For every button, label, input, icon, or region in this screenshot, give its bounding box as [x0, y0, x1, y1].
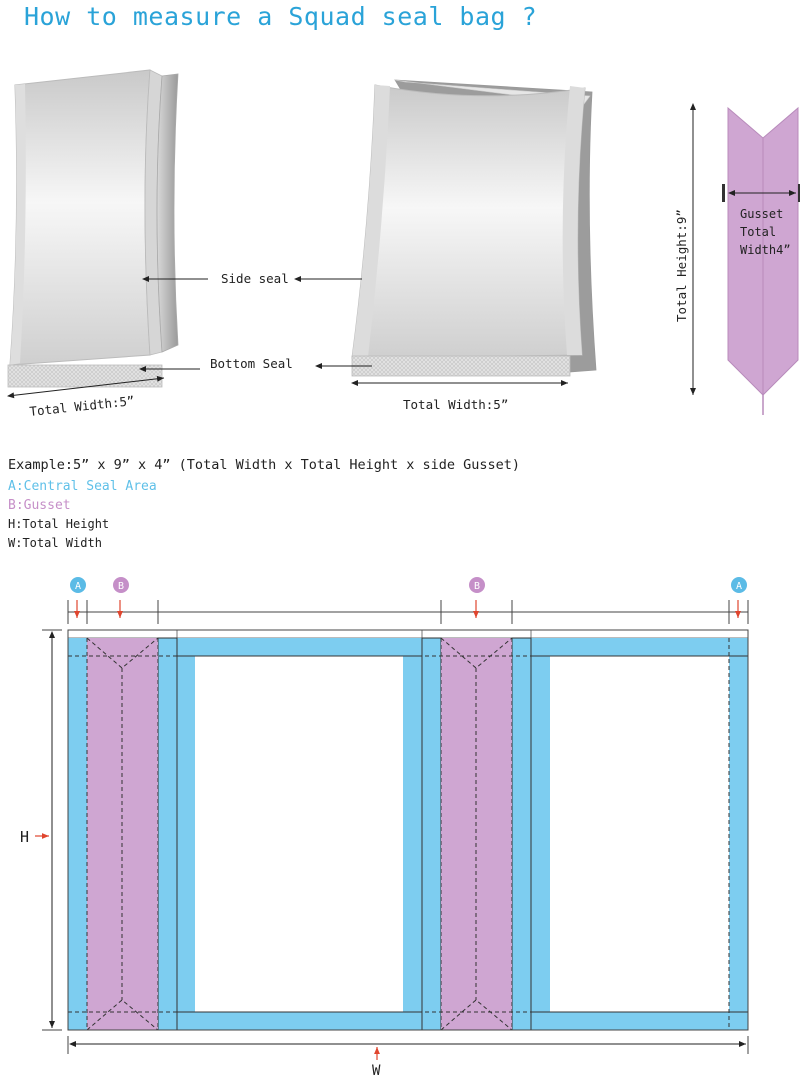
side-seal-label: Side seal: [221, 271, 289, 286]
svg-text:B: B: [474, 581, 480, 592]
middle-bag-illustration: [351, 79, 597, 377]
svg-text:A: A: [736, 581, 742, 592]
marker-a-left: A: [70, 577, 86, 593]
marker-a-right: A: [731, 577, 747, 593]
width-arrow-left: [7, 375, 165, 399]
bottom-seal-label: Bottom Seal: [210, 356, 293, 371]
gusset-illustration: [722, 106, 800, 415]
example-text: Example:5” x 9” x 4” (Total Width x Tota…: [8, 457, 521, 473]
total-height-label: Total Height:9”: [674, 209, 689, 322]
svg-text:B: B: [118, 581, 124, 592]
page-title: How to measure a Squad seal bag ?: [24, 2, 538, 31]
w-label: W: [372, 1063, 381, 1079]
flat-layout-diagram: [35, 600, 749, 1060]
gusset-label-line3: Width4”: [740, 243, 791, 257]
left-bag-illustration: [7, 69, 179, 388]
total-width-left-label: Total Width:5”: [29, 393, 135, 419]
legend-total-height: H:Total Height: [8, 517, 110, 531]
legend-total-width: W:Total Width: [8, 536, 102, 550]
gusset-label-line2: Total: [740, 225, 776, 239]
legend-block: Example:5” x 9” x 4” (Total Width x Tota…: [8, 456, 520, 553]
legend-gusset: B:Gusset: [8, 498, 71, 513]
legend-central-seal: A:Central Seal Area: [8, 479, 157, 494]
total-width-mid-label: Total Width:5”: [403, 397, 508, 412]
gusset-label-line1: Gusset: [740, 207, 783, 221]
marker-b-right: B: [469, 577, 485, 593]
h-label: H: [20, 828, 29, 846]
svg-text:A: A: [75, 581, 81, 592]
marker-b-left: B: [113, 577, 129, 593]
